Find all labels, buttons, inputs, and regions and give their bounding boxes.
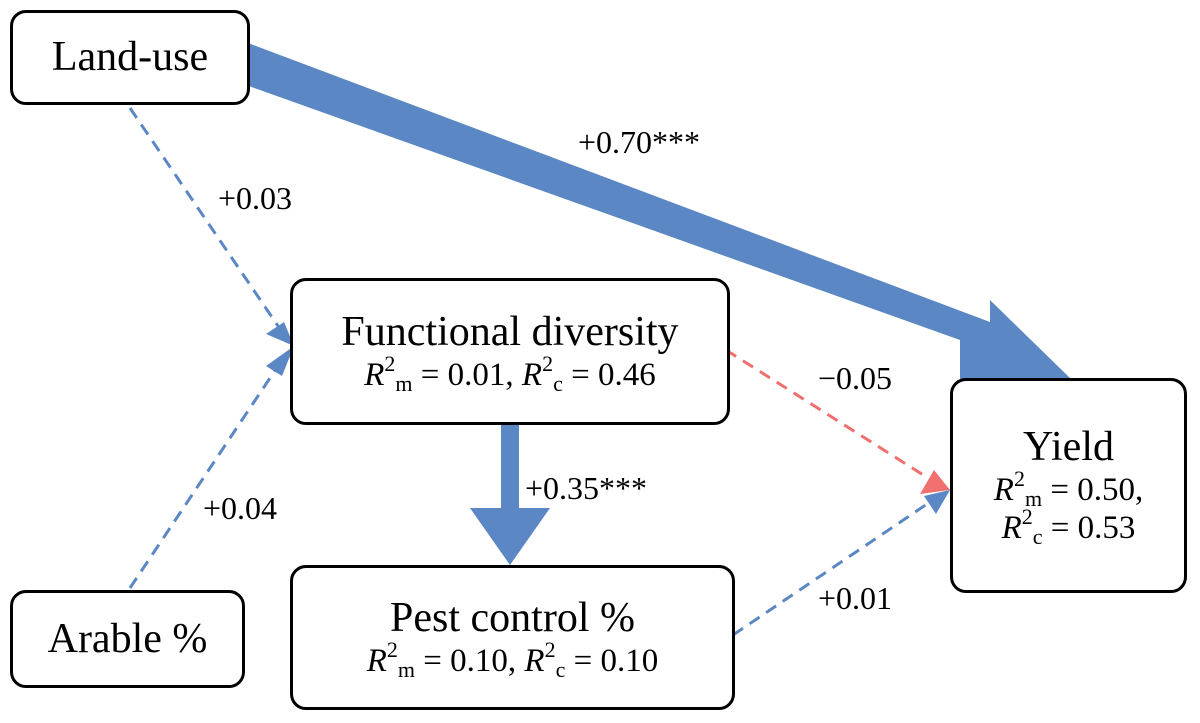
node-title: Arable % [47, 615, 208, 662]
edge-fd-pest-arrow [470, 425, 550, 565]
node-title: Pest control % [390, 595, 635, 642]
edge-label-fd-yield: −0.05 [818, 360, 893, 396]
edge-arable-fd [128, 346, 294, 589]
r2c-value: 0.53 [1077, 509, 1136, 546]
edge-landuse-yield-arrow [232, 40, 1070, 396]
edge-label-fd-pest: +0.35*** [525, 470, 648, 506]
node-arable: Arable % [10, 590, 245, 688]
edge-label-landuse-fd: +0.03 [218, 180, 293, 216]
edge-landuse-yield [232, 40, 1070, 396]
edge-label-pest-yield: +0.01 [818, 580, 893, 616]
node-functional-diversity: Functional diversity R2m = 0.01, R2c = 0… [290, 278, 730, 425]
r2m-value: 0.50 [1077, 471, 1135, 508]
node-title: Yield [1023, 424, 1114, 471]
node-title: Functional diversity [341, 309, 679, 356]
r2m-value: 0.01 [447, 356, 506, 393]
edge-fd-yield [725, 348, 950, 494]
node-stats: R2m = 0.01, R2c = 0.46 [364, 350, 656, 396]
edge-arable-fd-head [266, 346, 294, 376]
r2m-value: 0.10 [450, 642, 508, 679]
node-yield: Yield R2m = 0.50, R2c = 0.53 [950, 378, 1187, 593]
node-title: Land-use [51, 34, 209, 81]
edge-landuse-fd-line [128, 107, 280, 327]
edge-pest-yield [732, 490, 950, 637]
r2c-value: 0.10 [600, 642, 659, 679]
edge-arable-fd-line [128, 365, 280, 589]
edge-fd-yield-head [920, 470, 950, 494]
node-stats-r2m: R2m = 0.50, [993, 465, 1144, 511]
node-stats-r2c: R2c = 0.53 [1001, 503, 1136, 549]
edge-label-landuse-yield: +0.70*** [578, 124, 701, 160]
edge-landuse-fd [128, 107, 294, 346]
node-land-use: Land-use [10, 10, 250, 105]
edge-fd-pest [470, 425, 550, 565]
edge-landuse-fd-head [266, 322, 294, 346]
node-pest-control: Pest control % R2m = 0.10, R2c = 0.10 [290, 565, 735, 710]
node-stats: R2m = 0.10, R2c = 0.10 [366, 636, 659, 682]
r2c-value: 0.46 [597, 356, 656, 393]
edge-pest-yield-head [924, 490, 950, 514]
edge-label-arable-fd: +0.04 [203, 490, 278, 526]
